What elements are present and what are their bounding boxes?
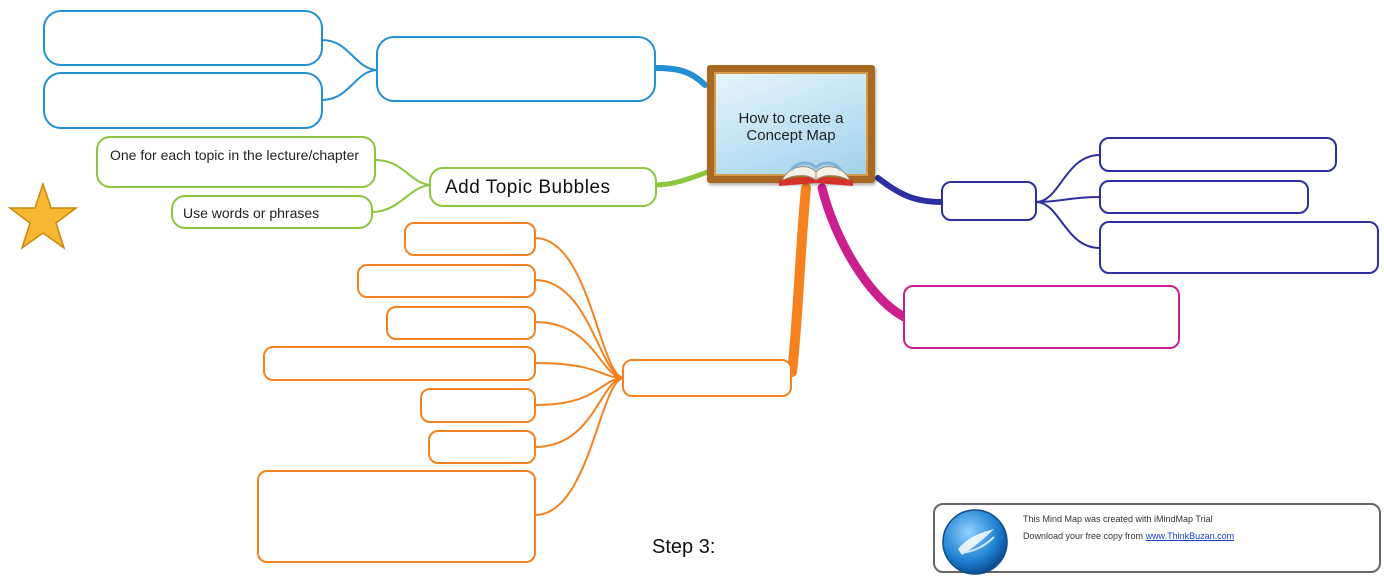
green-subtopic-box-1: One for each topic in the lecture/chapte… bbox=[96, 136, 376, 188]
navy-sub-connector-2 bbox=[1035, 196, 1101, 203]
green-branch-connector bbox=[652, 169, 711, 188]
orange-subtopic-box-3 bbox=[386, 306, 536, 340]
blue-subtopic-box-1 bbox=[43, 10, 323, 66]
orange-topic-box bbox=[622, 359, 792, 397]
green-sub-connector-2 bbox=[371, 184, 433, 213]
blue-subtopic-box-2 bbox=[43, 72, 323, 129]
navy-branch-connector bbox=[875, 175, 945, 205]
green-subtopic-box-2: Use words or phrases bbox=[171, 195, 373, 229]
blue-sub-connector-2 bbox=[321, 69, 379, 101]
navy-sub-connector-1 bbox=[1035, 154, 1101, 203]
orange-subtopic-box-5 bbox=[420, 388, 536, 423]
step-label: Step 3: bbox=[652, 536, 716, 558]
navy-subtopic-box-2 bbox=[1099, 180, 1309, 214]
orange-subtopic-box-1 bbox=[404, 222, 536, 256]
orange-subtopic-box-2 bbox=[357, 264, 536, 298]
blue-topic-box bbox=[376, 36, 656, 102]
trial-notice-line1: This Mind Map was created with iMindMap … bbox=[1023, 514, 1213, 524]
central-topic-title: How to create a Concept Map bbox=[738, 110, 844, 144]
orange-sub-connectors bbox=[534, 237, 625, 516]
magenta-topic-box bbox=[903, 285, 1180, 349]
subtopic-label: One for each topic in the lecture/chapte… bbox=[110, 147, 360, 163]
blue-sub-connector-1 bbox=[321, 39, 379, 71]
orange-subtopic-box-7 bbox=[257, 470, 536, 563]
branch-connectors bbox=[321, 39, 1101, 516]
navy-sub-connector-3 bbox=[1035, 201, 1101, 249]
orange-subtopic-box-4 bbox=[263, 346, 536, 381]
magenta-branch-connector bbox=[817, 183, 911, 323]
trial-notice-prefix: Download your free copy from bbox=[1023, 531, 1146, 541]
navy-topic-box bbox=[941, 181, 1037, 221]
orange-branch-connector bbox=[787, 183, 811, 377]
main-branch-label: Add Topic Bubbles bbox=[445, 177, 611, 198]
navy-subtopic-box-3 bbox=[1099, 221, 1379, 274]
book-icon bbox=[779, 161, 853, 186]
thinkbuzan-link[interactable]: www.ThinkBuzan.com bbox=[1145, 531, 1235, 541]
mind-map-canvas: One for each topic in the lecture/chapte… bbox=[8, 10, 1381, 575]
green-sub-connector-1 bbox=[374, 159, 433, 186]
star-icon bbox=[8, 182, 78, 250]
add-topic-bubbles-box: Add Topic Bubbles bbox=[429, 167, 657, 207]
subtopic-label: Use words or phrases bbox=[183, 205, 320, 221]
navy-subtopic-box-1 bbox=[1099, 137, 1337, 172]
blue-branch-connector bbox=[652, 65, 708, 88]
trial-notice: This Mind Map was created with iMindMap … bbox=[933, 503, 1381, 575]
trial-notice-line2: Download your free copy from www.ThinkBu… bbox=[1023, 531, 1234, 541]
orange-subtopic-box-6 bbox=[428, 430, 536, 464]
imindmap-logo-icon bbox=[942, 509, 1008, 575]
